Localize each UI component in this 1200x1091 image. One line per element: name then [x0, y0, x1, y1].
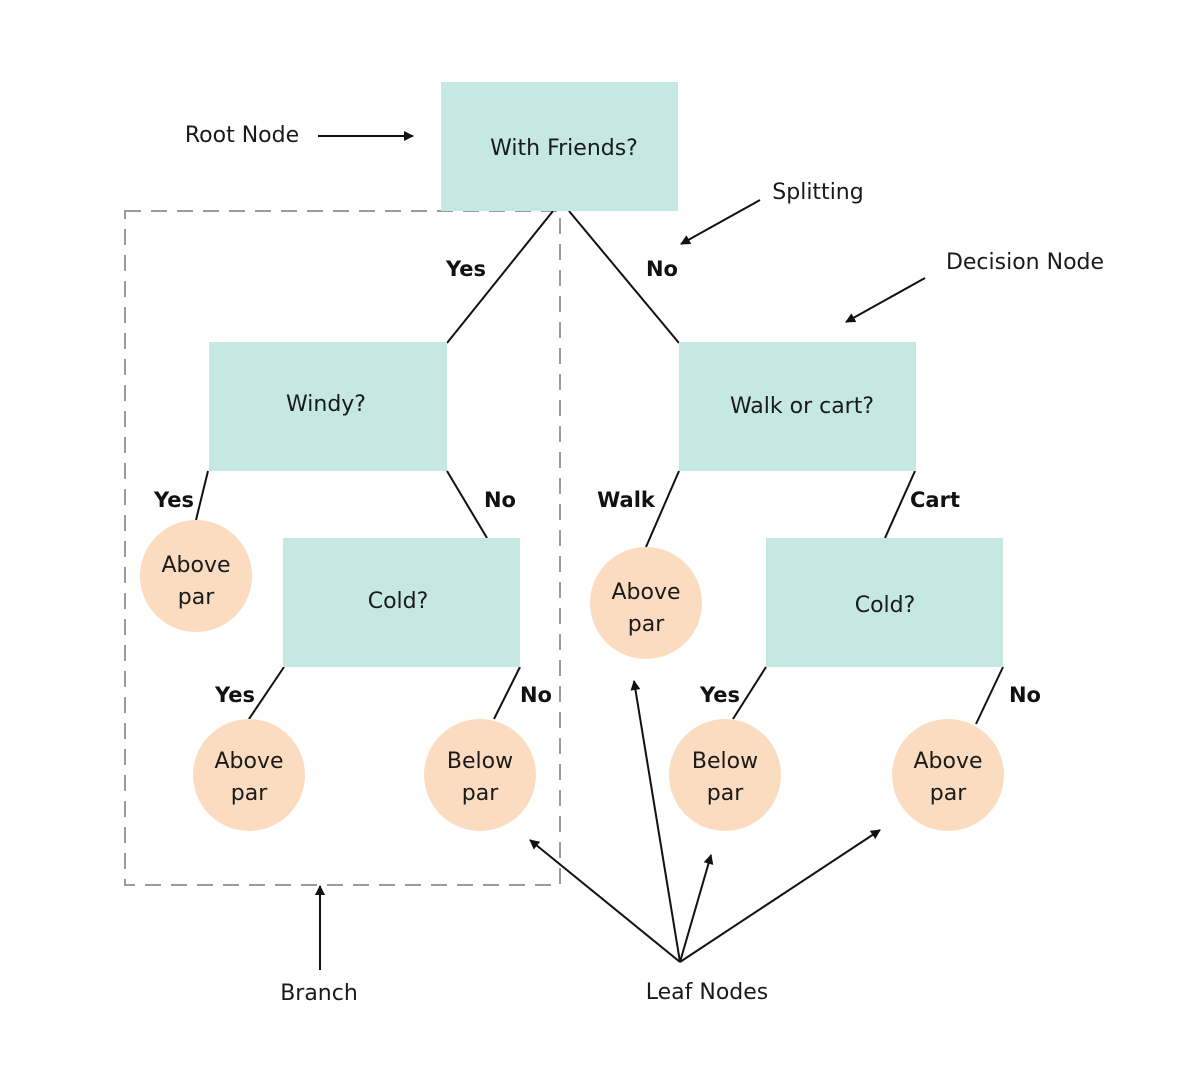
annotation-root-node: Root Node [185, 123, 414, 148]
edge-windy-yes [195, 470, 209, 521]
edge-label-cold-right-no: No [1009, 683, 1041, 707]
leaf-1-circle [140, 520, 252, 632]
node-walk-or-cart-box [679, 342, 916, 471]
branch-outline [124, 210, 561, 886]
annotation-decision-node-arrow [845, 277, 926, 323]
leaf-6-line2: par [930, 781, 967, 806]
annotation-leaf-nodes-label: Leaf Nodes [646, 980, 769, 1005]
node-walk-or-cart: Walk or cart? [679, 342, 916, 471]
annotation-leaf-arrow-1 [529, 839, 681, 963]
node-cold-left-label: Cold? [368, 589, 429, 614]
leaf-4-line1: Above [611, 580, 680, 605]
annotation-leaf-arrow-3 [679, 854, 714, 963]
node-walk-or-cart-label: Walk or cart? [730, 394, 874, 419]
leaf-1: Above par [140, 520, 252, 632]
annotation-branch: Branch [280, 885, 358, 1006]
node-root-box [441, 82, 678, 211]
leaf-5-line1: Below [692, 749, 758, 774]
edge-cold-left-yes [248, 666, 285, 720]
leaf-1-line2: par [178, 585, 215, 610]
leaf-2-line2: par [231, 781, 268, 806]
leaf-3-line1: Below [447, 749, 513, 774]
annotation-splitting: Splitting [680, 180, 864, 245]
node-root: With Friends? [441, 82, 678, 211]
annotation-leaf-arrow-4 [679, 829, 881, 963]
edge-labels: Yes No Yes No Yes No Walk Cart Yes No [153, 257, 1041, 707]
leaf-2: Above par [193, 719, 305, 831]
annotation-leaf-arrow-2 [630, 680, 681, 963]
leaf-6-line1: Above [913, 749, 982, 774]
annotation-decision-node: Decision Node [845, 250, 1104, 323]
edge-cold-right-no [975, 666, 1004, 725]
edge-cold-right-yes [732, 666, 767, 720]
edge-cold-left-no [493, 666, 521, 720]
edge-label-root-yes: Yes [445, 257, 486, 281]
node-windy: Windy? [209, 342, 447, 471]
edge-label-windy-no: No [484, 488, 516, 512]
annotation-branch-label: Branch [280, 981, 358, 1006]
edge-label-windy-yes: Yes [153, 488, 194, 512]
node-cold-left-box [283, 538, 520, 667]
annotation-splitting-arrow [680, 199, 761, 245]
leaf-5-line2: par [707, 781, 744, 806]
edge-label-cold-right-yes: Yes [699, 683, 740, 707]
leaf-5: Below par [669, 719, 781, 831]
annotation-splitting-label: Splitting [772, 180, 863, 205]
annotation-decision-node-label: Decision Node [946, 250, 1104, 275]
tree-edges [195, 210, 1004, 725]
node-cold-right: Cold? [766, 538, 1003, 667]
node-cold-left: Cold? [283, 538, 520, 667]
annotation-leaf-nodes: Leaf Nodes [529, 680, 881, 1005]
edge-label-cold-left-yes: Yes [214, 683, 255, 707]
leaf-1-line1: Above [161, 553, 230, 578]
edge-label-cart: Cart [910, 488, 960, 512]
annotation-root-node-label: Root Node [185, 123, 299, 148]
leaf-4-circle [590, 547, 702, 659]
edge-root-no [568, 210, 680, 344]
leaf-6-circle [892, 719, 1004, 831]
node-windy-label: Windy? [286, 392, 366, 417]
leaf-3-circle [424, 719, 536, 831]
edge-walk [645, 470, 680, 548]
node-cold-right-box [766, 538, 1003, 667]
leaf-4: Above par [590, 547, 702, 659]
edge-cart [884, 470, 916, 539]
leaf-3-line2: par [462, 781, 499, 806]
leaf-2-circle [193, 719, 305, 831]
edge-label-walk: Walk [597, 488, 656, 512]
leaf-3: Below par [424, 719, 536, 831]
leaf-4-line2: par [628, 612, 665, 637]
leaf-2-line1: Above [214, 749, 283, 774]
edge-label-root-no: No [646, 257, 678, 281]
leaf-5-circle [669, 719, 781, 831]
edge-windy-no [446, 470, 488, 539]
leaf-6: Above par [892, 719, 1004, 831]
node-root-label: With Friends? [490, 136, 638, 161]
node-cold-right-label: Cold? [855, 593, 916, 618]
edge-label-cold-left-no: No [520, 683, 552, 707]
edge-root-yes [446, 210, 554, 344]
node-windy-box [209, 342, 447, 471]
